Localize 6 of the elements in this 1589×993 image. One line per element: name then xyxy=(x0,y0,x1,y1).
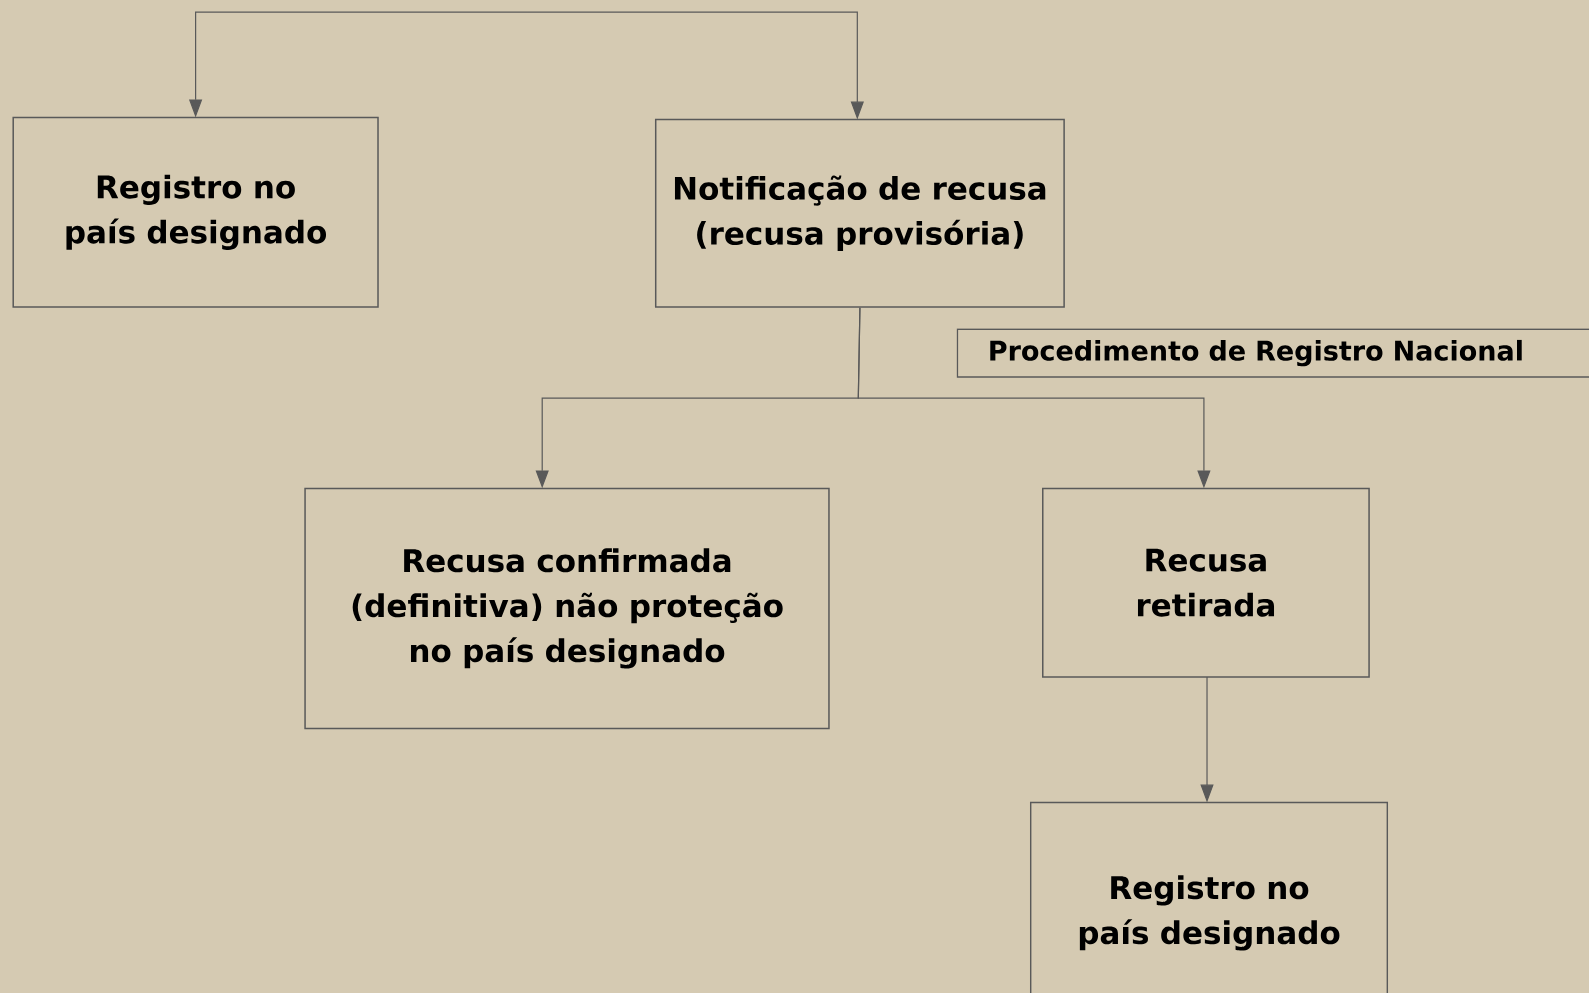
process-box: Registro no país designado xyxy=(12,116,379,308)
process-box: Notificação de recusa (recusa provisória) xyxy=(654,118,1065,308)
process-box: Recusa retirada xyxy=(1042,487,1370,678)
label-box: Procedimento de Registro Nacional xyxy=(956,328,1589,378)
process-box: Recusa confirmada (definitiva) não proteção no país designado xyxy=(304,487,830,730)
process-box: Registro no país designado xyxy=(1029,801,1389,993)
